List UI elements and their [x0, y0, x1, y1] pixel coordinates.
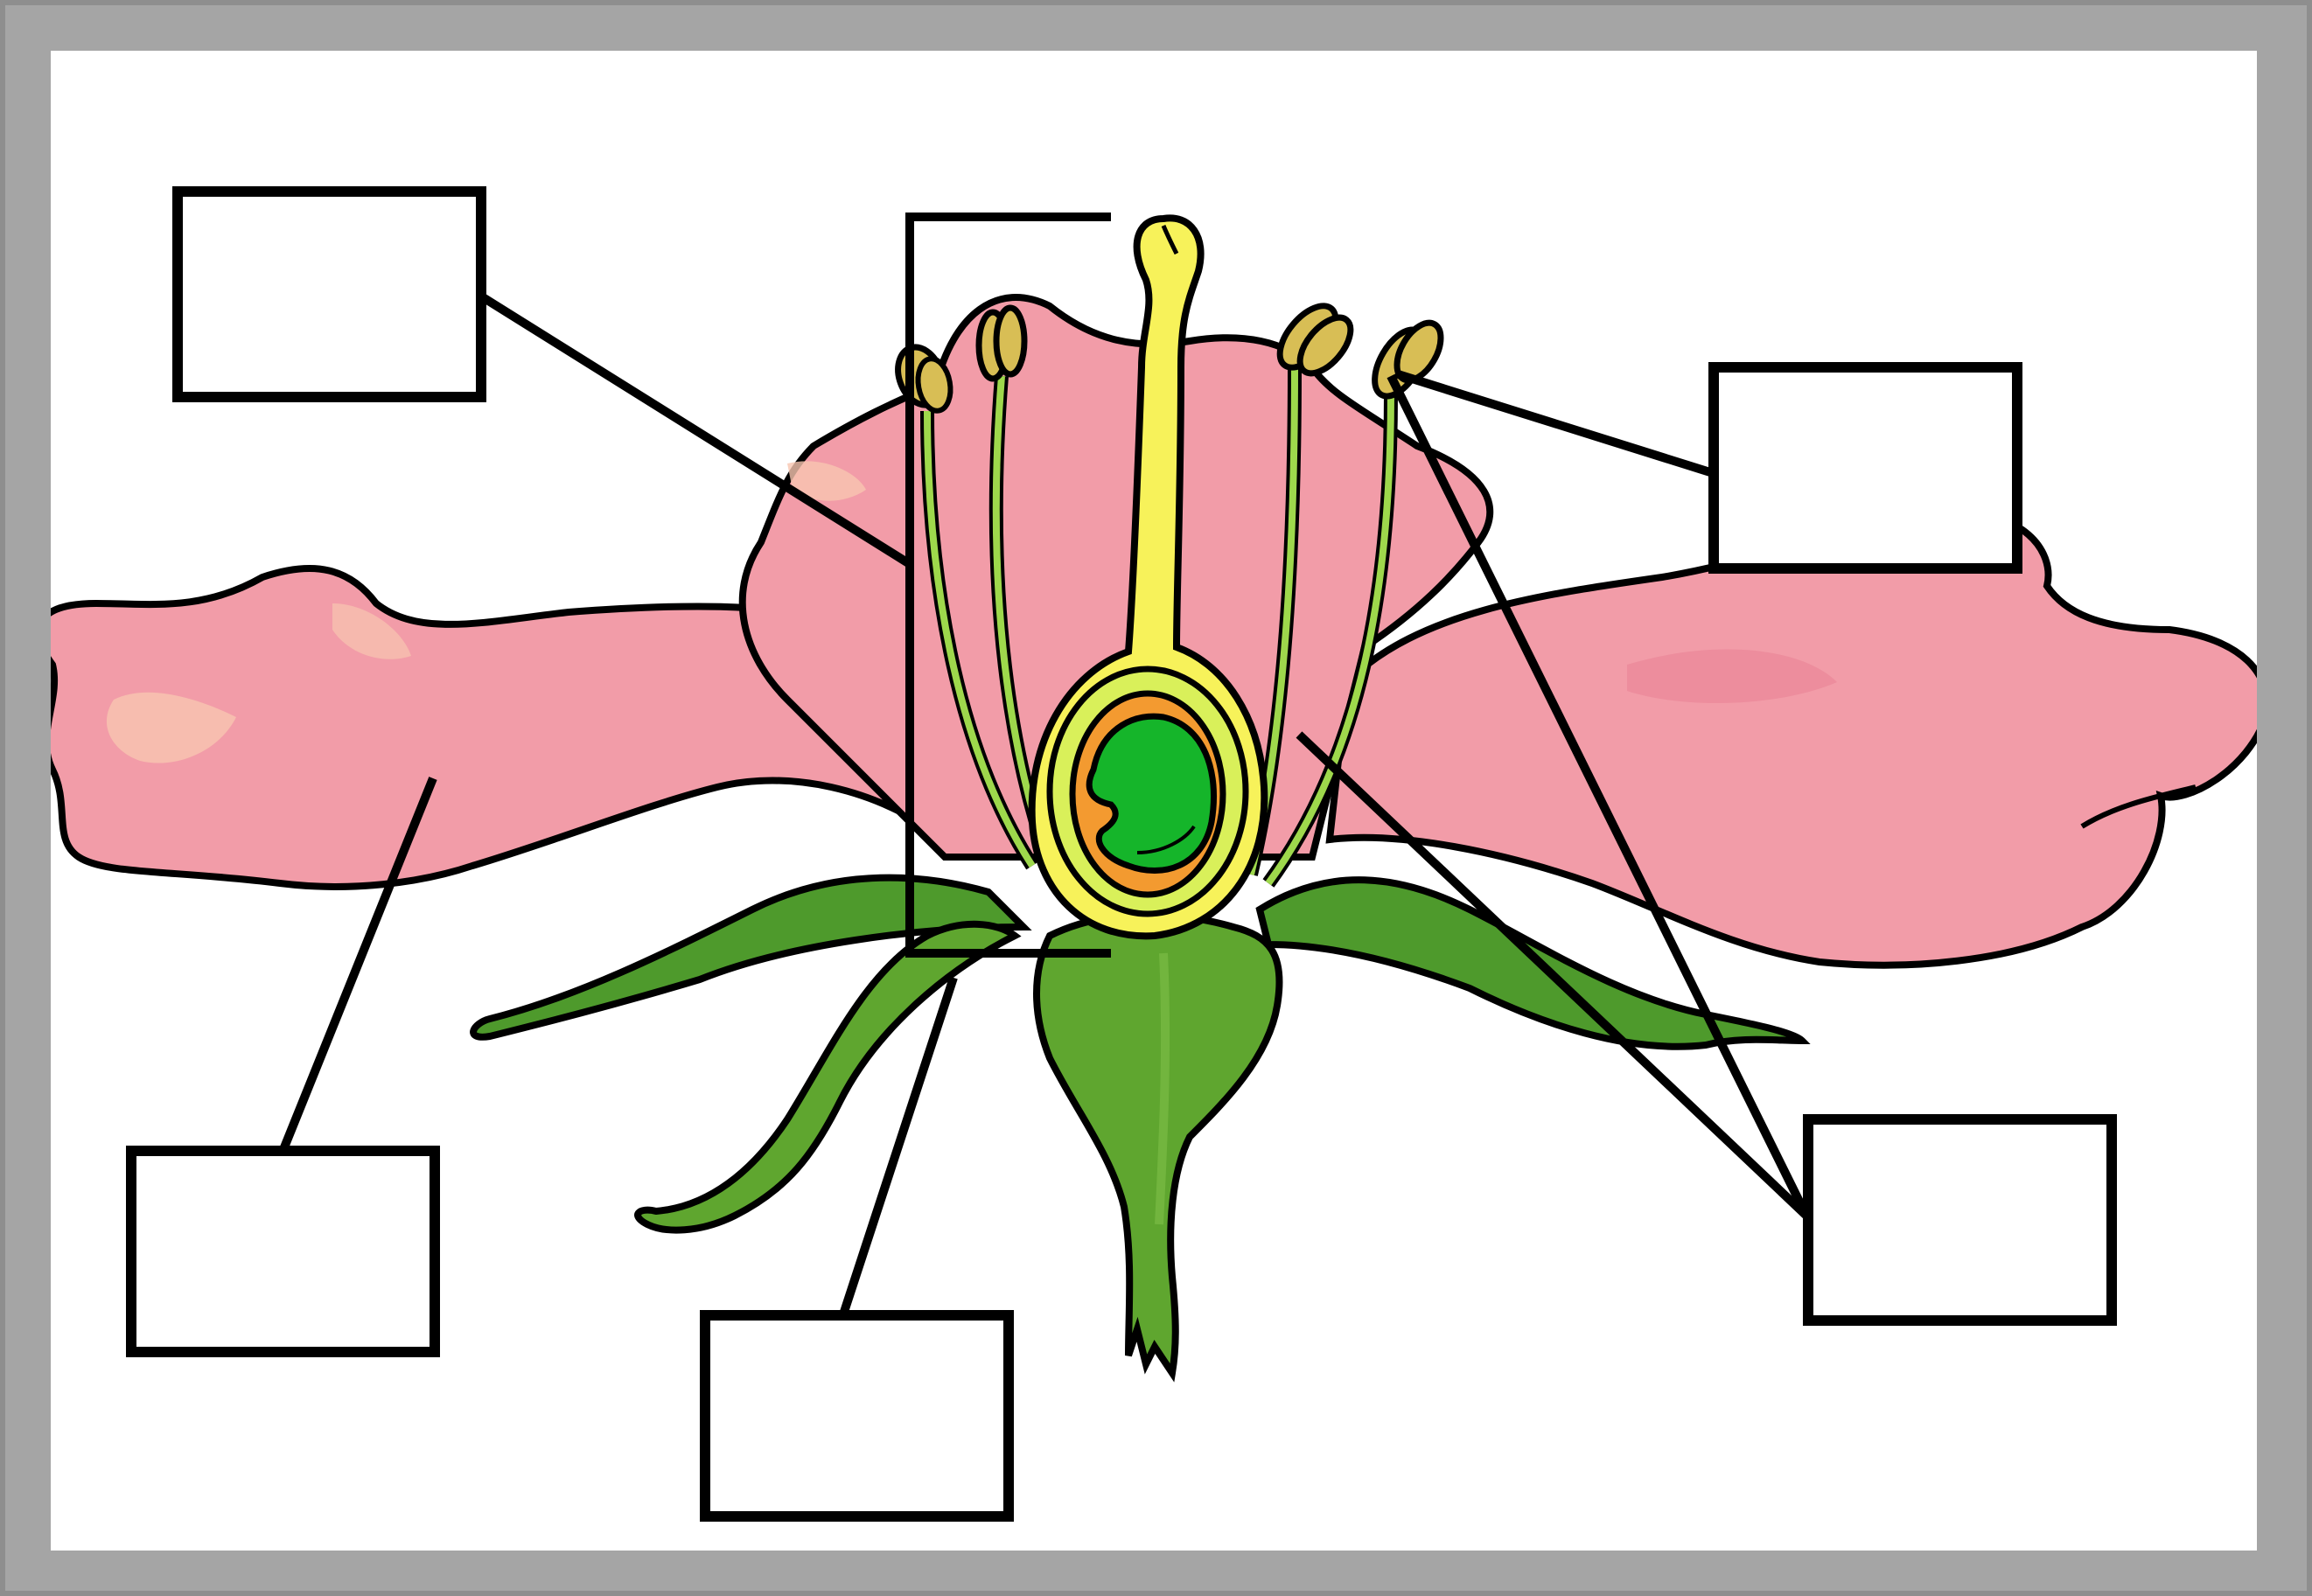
label-box-stamen[interactable] — [178, 192, 481, 397]
ovule — [1089, 716, 1213, 870]
sepal-center — [1037, 915, 1280, 1373]
label-box-anther[interactable] — [1714, 367, 2017, 568]
label-box-filament[interactable] — [1808, 1119, 2112, 1321]
diagram-canvas — [51, 51, 2257, 1551]
label-box-sepal[interactable] — [705, 1315, 1009, 1516]
anther-2 — [979, 308, 1024, 379]
flower-diagram — [51, 51, 2257, 1551]
label-box-petal[interactable] — [131, 1151, 435, 1352]
